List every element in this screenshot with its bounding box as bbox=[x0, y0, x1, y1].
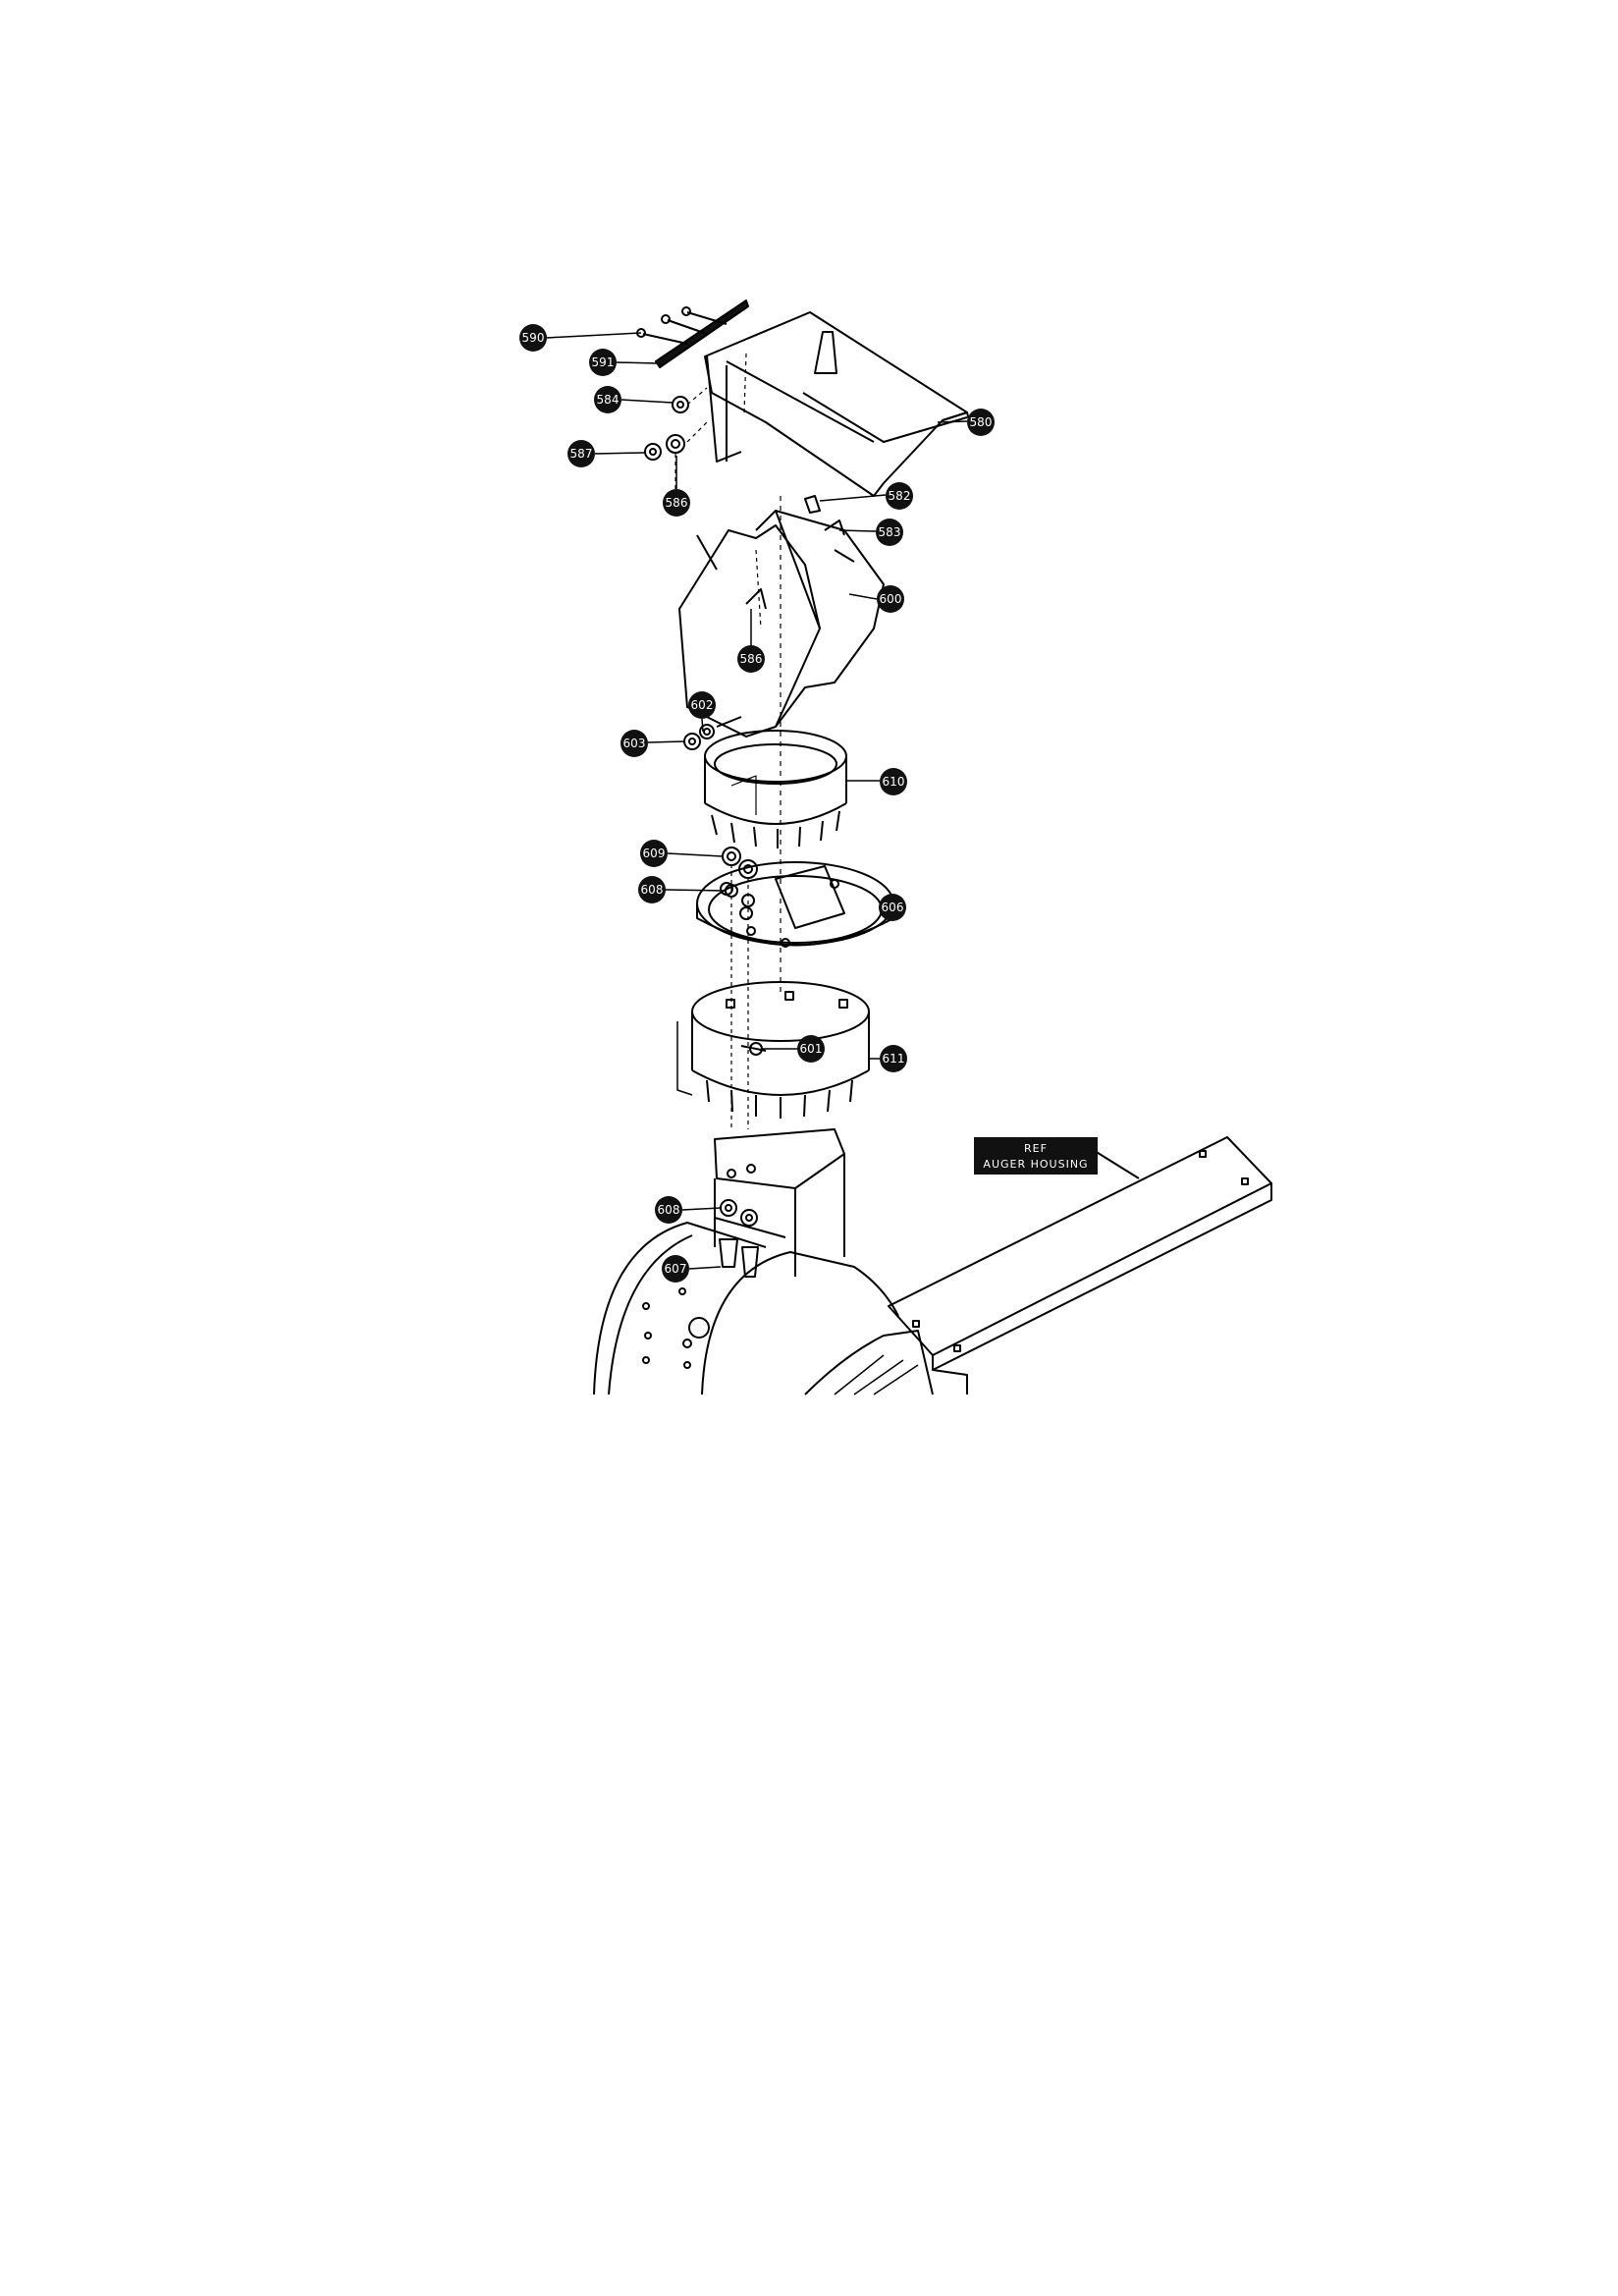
svg-text:601: 601 bbox=[800, 1042, 823, 1056]
svg-text:603: 603 bbox=[623, 737, 646, 750]
svg-text:610: 610 bbox=[883, 775, 905, 789]
ring-611 bbox=[676, 981, 870, 1119]
svg-text:606: 606 bbox=[882, 901, 904, 914]
svg-text:586: 586 bbox=[740, 652, 763, 666]
svg-text:591: 591 bbox=[592, 355, 615, 369]
callout-586-upper: 586 bbox=[663, 489, 690, 517]
callout-607: 607 bbox=[662, 1255, 689, 1283]
callout-603: 603 bbox=[620, 730, 648, 757]
svg-text:582: 582 bbox=[889, 489, 911, 503]
svg-text:607: 607 bbox=[665, 1262, 687, 1276]
callout-608-upper: 608 bbox=[638, 876, 666, 903]
callout-591: 591 bbox=[589, 349, 617, 376]
reference-label-line1: REF bbox=[1024, 1142, 1048, 1155]
svg-text:602: 602 bbox=[691, 698, 714, 712]
svg-text:583: 583 bbox=[879, 525, 901, 539]
callout-590: 590 bbox=[519, 324, 547, 352]
collar bbox=[714, 1128, 845, 1277]
svg-text:608: 608 bbox=[658, 1203, 680, 1217]
callout-583: 583 bbox=[876, 519, 903, 546]
svg-text:587: 587 bbox=[570, 447, 593, 461]
reference-label-line2: AUGER HOUSING bbox=[983, 1158, 1088, 1171]
callout-608-lower: 608 bbox=[655, 1196, 682, 1224]
reference-label: REF AUGER HOUSING bbox=[974, 1137, 1098, 1175]
ring-610 bbox=[704, 730, 847, 848]
svg-text:600: 600 bbox=[880, 592, 902, 606]
callout-586-lower: 586 bbox=[737, 645, 765, 673]
svg-text:580: 580 bbox=[970, 415, 993, 429]
plate-hardware bbox=[722, 847, 758, 1129]
callout-609: 609 bbox=[640, 840, 668, 867]
callout-600: 600 bbox=[877, 585, 904, 613]
callout-602: 602 bbox=[688, 691, 716, 719]
callout-606: 606 bbox=[879, 894, 906, 921]
lower-chute-hardware bbox=[683, 716, 742, 750]
upper-hardware bbox=[644, 387, 708, 491]
callout-610: 610 bbox=[880, 768, 907, 795]
svg-text:609: 609 bbox=[643, 847, 666, 860]
callout-601: 601 bbox=[797, 1035, 825, 1063]
deflector-blade bbox=[636, 300, 749, 368]
svg-text:590: 590 bbox=[522, 331, 545, 345]
svg-text:584: 584 bbox=[597, 393, 620, 407]
chute-body bbox=[678, 495, 885, 738]
callout-584: 584 bbox=[594, 386, 621, 413]
chute-deflector bbox=[704, 311, 973, 497]
callout-580: 580 bbox=[967, 409, 995, 436]
callout-582: 582 bbox=[886, 482, 913, 510]
plate-606 bbox=[696, 861, 894, 948]
callout-611: 611 bbox=[880, 1045, 907, 1072]
auger-housing bbox=[593, 1222, 934, 1395]
callouts: 590 591 584 587 586 580 582 583 600 586 … bbox=[519, 324, 995, 1283]
svg-text:608: 608 bbox=[641, 883, 664, 897]
leader-lines bbox=[545, 332, 968, 1270]
callout-587: 587 bbox=[567, 440, 595, 467]
auger-housing-beam bbox=[888, 1136, 1272, 1394]
svg-text:611: 611 bbox=[883, 1052, 905, 1066]
svg-text:586: 586 bbox=[666, 496, 688, 510]
